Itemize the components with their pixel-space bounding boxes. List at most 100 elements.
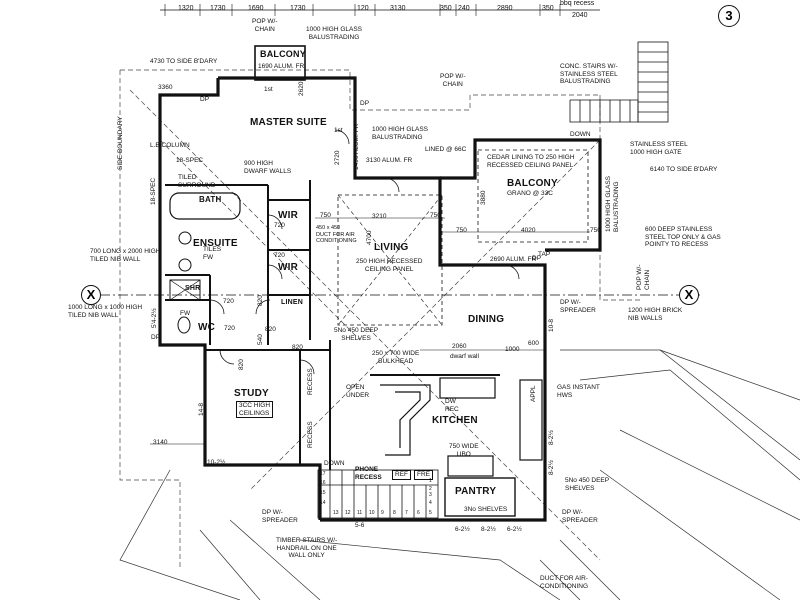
stair-number: 10	[369, 510, 375, 516]
note-glass-balustrading-top: 1000 HIGH GLASS BALUSTRADING	[306, 26, 362, 41]
roof-hatch	[119, 349, 800, 600]
stairs	[317, 469, 439, 519]
stair-number: 3	[429, 492, 432, 498]
bbq-recess-label: bbq recess	[560, 0, 595, 7]
note-dwarf-wall: dwarf wall	[450, 353, 479, 360]
note-dim-2720: 2720	[334, 150, 341, 165]
note-lb-column: L.B.COLUMN	[150, 142, 190, 149]
room-shr: SHR	[185, 285, 201, 292]
room-wir-1: WIR	[278, 210, 299, 221]
note-gas-hws: GAS INSTANT HWS	[557, 384, 600, 399]
room-linen: LINEN	[281, 299, 303, 306]
section-marker-left: X	[81, 285, 101, 305]
room-balcony-top: BALCONY	[260, 49, 306, 59]
top-dim: 120	[357, 5, 369, 12]
room-wir-2: WIR	[278, 262, 299, 273]
balcony-top-outline	[254, 45, 306, 81]
top-dim: 2890	[497, 5, 513, 12]
note-first: 1st	[264, 86, 273, 93]
stair-number: 8	[393, 510, 396, 516]
top-dim: 240	[458, 5, 470, 12]
note-dim-5-6: 5-6	[355, 522, 365, 529]
note-dim-720: 720	[274, 222, 285, 229]
stair-number: 6	[417, 510, 420, 516]
note-dwarf-walls: 900 HIGH DWARF WALLS	[244, 160, 292, 175]
note-side-boundary: SIDE BOUNDARY	[117, 116, 124, 170]
note-dim-750: 750	[590, 227, 601, 234]
note-recess-a: RECESS	[307, 368, 314, 395]
note-dim-600: 600	[528, 340, 539, 347]
note-dim-14-8: 14-8	[198, 402, 205, 416]
roof-outline	[119, 69, 640, 570]
note-dim-820: 820	[265, 326, 276, 333]
note-alum-fr-3130: 3130 ALUM. FR	[366, 157, 413, 164]
note-dim-750: 750	[320, 212, 331, 219]
stair-number: 2	[429, 486, 432, 492]
pantry-outline	[444, 477, 516, 517]
note-dp: DP	[532, 255, 542, 262]
room-ensuite: ENSUITE	[193, 238, 238, 249]
room-bath: BATH	[199, 195, 222, 204]
note-dim-2060: 2060	[452, 343, 467, 350]
note-dim-750: 750	[456, 227, 467, 234]
note-ubo: 750 WIDE UBO	[449, 443, 479, 458]
note-brick-nib-walls: 1200 HIGH BRICK NIB WALLS	[628, 307, 683, 322]
note-stainless-gate: STAINLESS STEEL 1000 HIGH GATE	[630, 141, 688, 156]
note-stainless-top: 600 DEEP STAINLESS STEEL TOP ONLY & GAS …	[645, 226, 721, 248]
note-lined-66c: LINED @ 66C	[425, 146, 467, 153]
note-dw: DW	[445, 398, 456, 405]
top-dim: 1320	[178, 5, 194, 12]
note-pop-chain-mid: POP W/- CHAIN	[440, 73, 466, 88]
top-dim: 350	[542, 5, 554, 12]
note-dp-spreader-right: DP W/- SPREADER	[560, 299, 596, 314]
top-dim: 1730	[210, 5, 226, 12]
top-dim: 1730	[290, 5, 306, 12]
note-down-stairs: DOWN	[324, 460, 345, 467]
note-shelves-3no: 3No SHELVES	[464, 506, 508, 513]
note-nib-wall-left-bottom: 1000 LONG x 1000 HIGH TILED NIB WALL	[68, 304, 143, 319]
note-dim-3210: 3210	[372, 213, 387, 220]
note-to-side-bdary-right: 6140 TO SIDE B'DARY	[650, 166, 718, 173]
top-dim: 350	[440, 5, 452, 12]
basin-icon	[178, 231, 192, 245]
stair-number: 11	[357, 510, 363, 516]
note-appl: APPL	[530, 385, 537, 402]
room-ref: REF	[392, 470, 411, 480]
note-dp: DP	[200, 96, 210, 103]
page-number-badge: 3	[718, 5, 740, 27]
note-dim-720: 720	[223, 298, 234, 305]
dimension-lines	[150, 217, 590, 445]
stair-number: 15	[320, 490, 326, 496]
note-dim-750: 750	[430, 212, 441, 219]
room-kitchen: KITCHEN	[432, 415, 478, 426]
note-to-side-bdary-left: 4730 TO SIDE B'DARY	[150, 58, 218, 65]
note-nib-wall-left-top: 700 LONG x 2000 HIGH TILED NIB WALL	[90, 248, 161, 263]
stair-number: 13	[333, 510, 339, 516]
note-tiled-surround: TILED SURROUND	[178, 174, 216, 189]
section-marker-right: X	[679, 285, 699, 305]
stair-number: 14	[320, 500, 326, 506]
note-glass-balustrading-mid: 1000 HIGH GLASS BALUSTRADING	[372, 126, 428, 141]
note-dim-8-2-b: 8-2½	[548, 460, 555, 475]
note-down-top: DOWN	[570, 131, 591, 138]
note-dim-820: 820	[257, 295, 264, 306]
note-glass-balustrading-right: 1000 HIGH GLASS BALUSTRADING	[605, 176, 620, 232]
stair-number: 9	[381, 510, 384, 516]
interior-walls	[165, 180, 500, 470]
bath-tub	[169, 192, 241, 220]
note-dim-820: 820	[292, 344, 303, 351]
note-dim-8-2-c: 8-2½	[481, 526, 496, 533]
door-swings	[209, 129, 520, 375]
note-high-ceilings: 3CC HIGH CEILINGS	[236, 401, 274, 418]
note-dim-10-2: 10-2½	[207, 459, 226, 466]
note-dp-spreader-left: DP W/- SPREADER	[262, 509, 298, 524]
note-alum-fr-top: 1690 ALUM. FR	[258, 63, 305, 70]
note-first: 1st	[334, 127, 343, 134]
note-duct-aircon-bottom: DUCT FOR AIR- CONDITIONING	[540, 575, 589, 590]
stair-number: 5	[429, 510, 432, 516]
stair-number: 7	[405, 510, 408, 516]
note-conc-stairs: CONC. STAIRS W/- STAINLESS STEEL BALUSTR…	[560, 63, 618, 85]
note-dim-8-2-a: 8-2½	[548, 430, 555, 445]
note-recess-b: RECESS	[307, 421, 314, 448]
note-dim-720: 720	[224, 325, 235, 332]
